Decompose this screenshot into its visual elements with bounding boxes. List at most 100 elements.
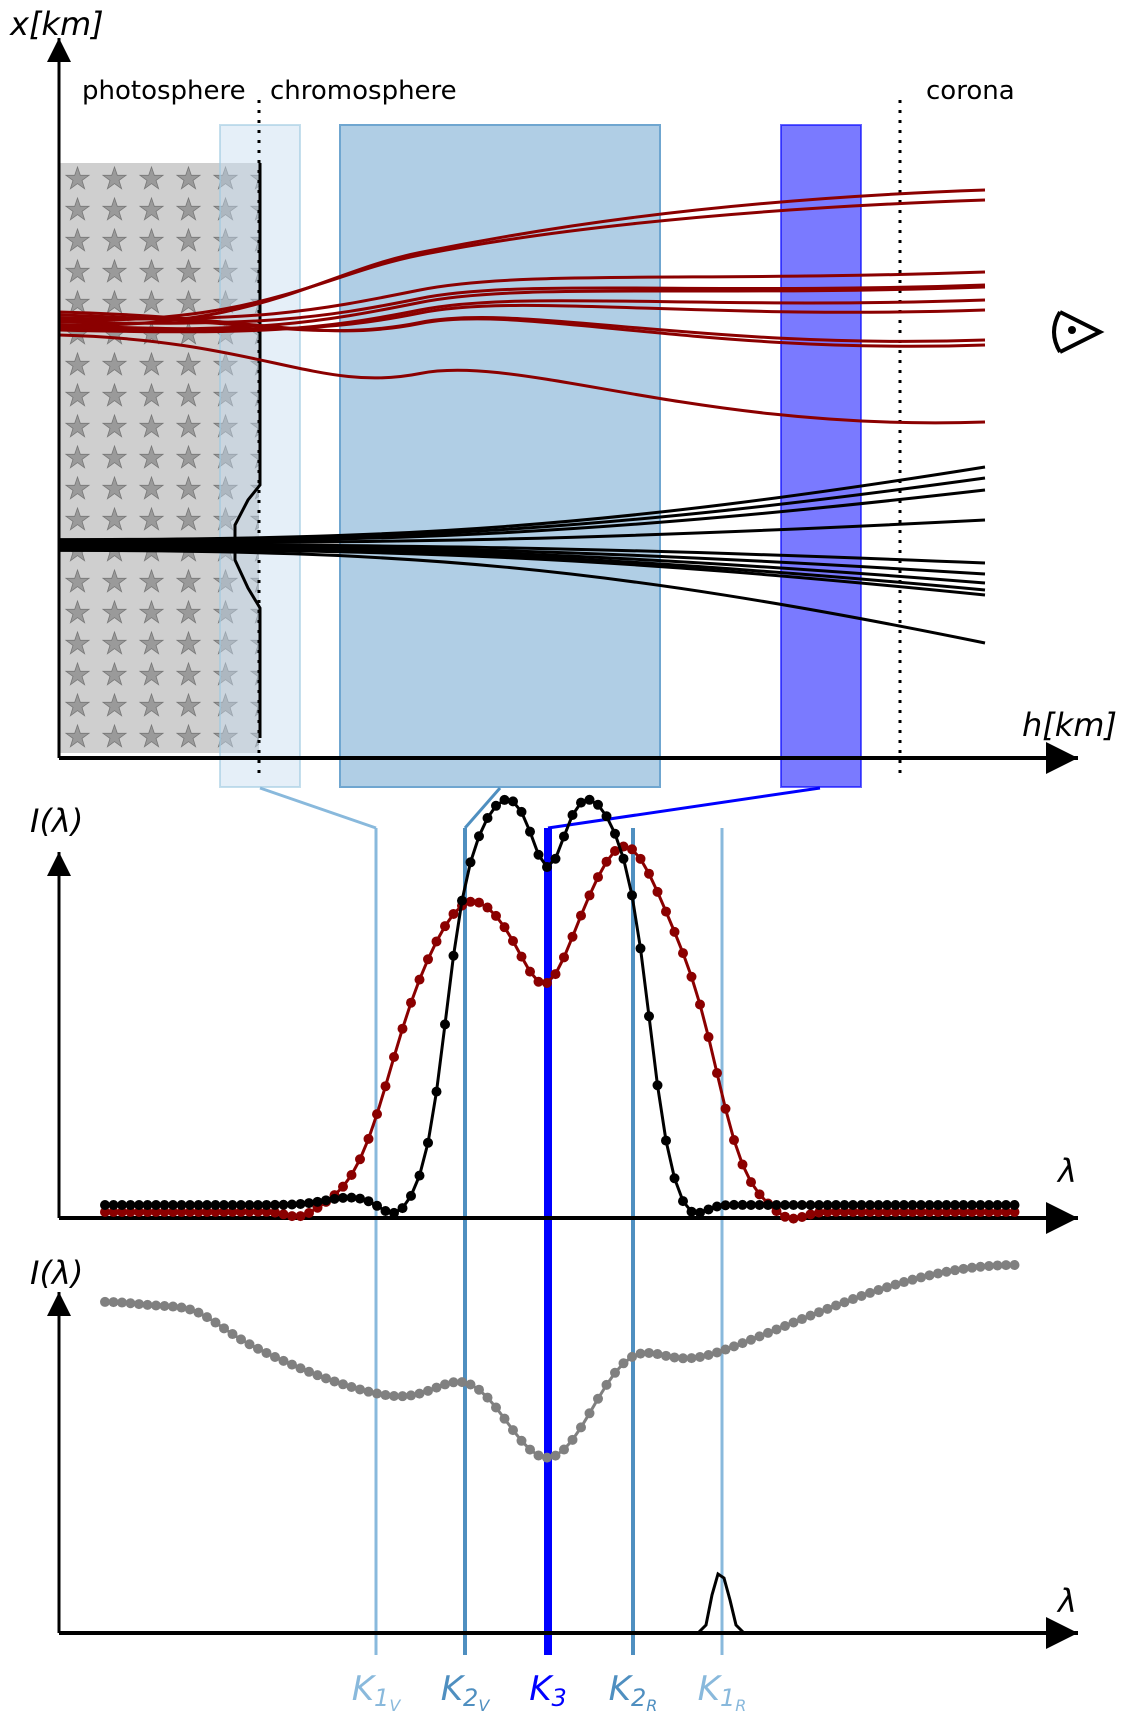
red-profile-point: [601, 856, 612, 867]
gray-profile-point: [193, 1307, 204, 1318]
gray-profile-point: [703, 1350, 714, 1361]
red-profile-point: [202, 1206, 212, 1217]
gray-profile-point: [746, 1334, 756, 1345]
red-profile-point: [363, 1133, 374, 1144]
gray-profile-point: [525, 1444, 535, 1455]
black-profile-point: [406, 1190, 416, 1201]
red-profile-point: [652, 886, 663, 897]
black-profile-point: [431, 1086, 442, 1097]
gray-profile-point: [176, 1302, 187, 1313]
red-profile-point: [907, 1206, 918, 1217]
wavelength-axis-2-label: λ: [1056, 1582, 1077, 1620]
red-ray: [58, 270, 986, 321]
height-axis-label: h[km]: [1022, 706, 1117, 744]
gray-profile-point: [771, 1324, 782, 1335]
black-profile-point: [822, 1200, 833, 1210]
black-profile-point: [746, 1199, 756, 1210]
black-profile-point: [542, 862, 552, 873]
black-profile-point: [151, 1200, 161, 1210]
k2v-label: K2V: [441, 1669, 491, 1715]
black-profile-point: [686, 1206, 697, 1217]
gray-profile-point: [797, 1314, 807, 1325]
black-profile-point: [975, 1200, 986, 1210]
black-profile-point: [448, 950, 459, 961]
red-profile-point: [576, 910, 586, 921]
gray-profile-point: [482, 1392, 493, 1403]
black-profile-point: [465, 857, 476, 868]
gray-profile-point: [856, 1290, 867, 1301]
black-profile-point: [329, 1193, 340, 1204]
black-ray: [58, 547, 986, 597]
black-profile-point: [839, 1200, 850, 1210]
red-profile-point: [355, 1154, 365, 1165]
gray-profile-point: [865, 1287, 875, 1298]
black-profile-point: [584, 794, 595, 805]
black-profile-point: [244, 1199, 255, 1210]
black-profile-point: [890, 1200, 901, 1210]
gray-profile-point: [899, 1277, 909, 1288]
red-profile-point: [542, 977, 552, 988]
gray-profile-point: [389, 1390, 399, 1401]
gray-profile-point: [958, 1263, 969, 1274]
red-profile-point: [754, 1189, 765, 1200]
black-profile-point: [737, 1199, 748, 1210]
gray-profile-point: [465, 1379, 476, 1390]
red-profile-point: [270, 1207, 280, 1218]
gray-profile-point: [321, 1373, 331, 1384]
red-profile-point: [465, 896, 476, 907]
gray-profile-point: [219, 1323, 229, 1334]
gray-profile-point: [270, 1351, 280, 1362]
red-profile-point: [508, 936, 518, 947]
gray-profile-point: [618, 1358, 629, 1369]
black-profile-point: [499, 794, 510, 805]
black-profile-point: [440, 1019, 450, 1030]
red-profile-point: [389, 1052, 399, 1063]
gray-profile-point: [669, 1352, 680, 1363]
gray-profile-point: [142, 1299, 153, 1310]
red-profile-point: [584, 890, 595, 901]
spectrum-panel-1: I(λ) λ: [30, 794, 1078, 1234]
black-profile-point: [125, 1200, 136, 1210]
black-profile-point: [142, 1200, 153, 1210]
gray-profile-point: [550, 1450, 561, 1461]
gray-profile-point: [261, 1347, 272, 1358]
red-profile-point: [1001, 1207, 1011, 1217]
red-profile-point: [397, 1023, 408, 1034]
red-profile-point: [788, 1213, 799, 1224]
black-profile-point: [253, 1199, 263, 1210]
red-profile-point: [176, 1206, 187, 1217]
red-profile-point: [805, 1209, 816, 1220]
gray-profile-point: [627, 1351, 637, 1362]
k1r-label: K1R: [698, 1669, 747, 1715]
red-profile-point: [448, 908, 459, 919]
black-ray-bundle: [58, 465, 986, 645]
band-connectors: [259, 786, 821, 830]
black-profile-point: [295, 1198, 306, 1209]
gray-profile-point: [593, 1393, 603, 1404]
red-profile-point: [746, 1177, 756, 1188]
photosphere-star-pattern: [59, 163, 259, 753]
black-profile-point: [482, 812, 493, 823]
red-profile-point: [865, 1206, 875, 1217]
red-profile-point: [610, 845, 620, 856]
black-profile-point: [457, 895, 467, 906]
gray-profile-point: [780, 1320, 790, 1331]
photosphere-label: photosphere: [82, 76, 246, 106]
black-profile-point: [678, 1196, 688, 1207]
black-profile-point: [882, 1200, 892, 1210]
black-profile-point: [788, 1199, 799, 1210]
gray-profile-point: [729, 1341, 739, 1352]
red-profile-point: [797, 1212, 807, 1223]
black-profile-point: [304, 1198, 314, 1209]
black-profile-point: [516, 806, 527, 817]
red-profile-point: [516, 951, 527, 962]
black-profile-point: [831, 1200, 841, 1210]
red-profile-point: [287, 1211, 297, 1222]
black-profile-point: [967, 1200, 977, 1210]
gray-profile-point: [941, 1266, 952, 1277]
black-profile-point: [525, 826, 535, 837]
black-profile-point: [134, 1200, 144, 1210]
black-profile-point: [185, 1200, 195, 1210]
k2-formation-band: [339, 124, 661, 788]
